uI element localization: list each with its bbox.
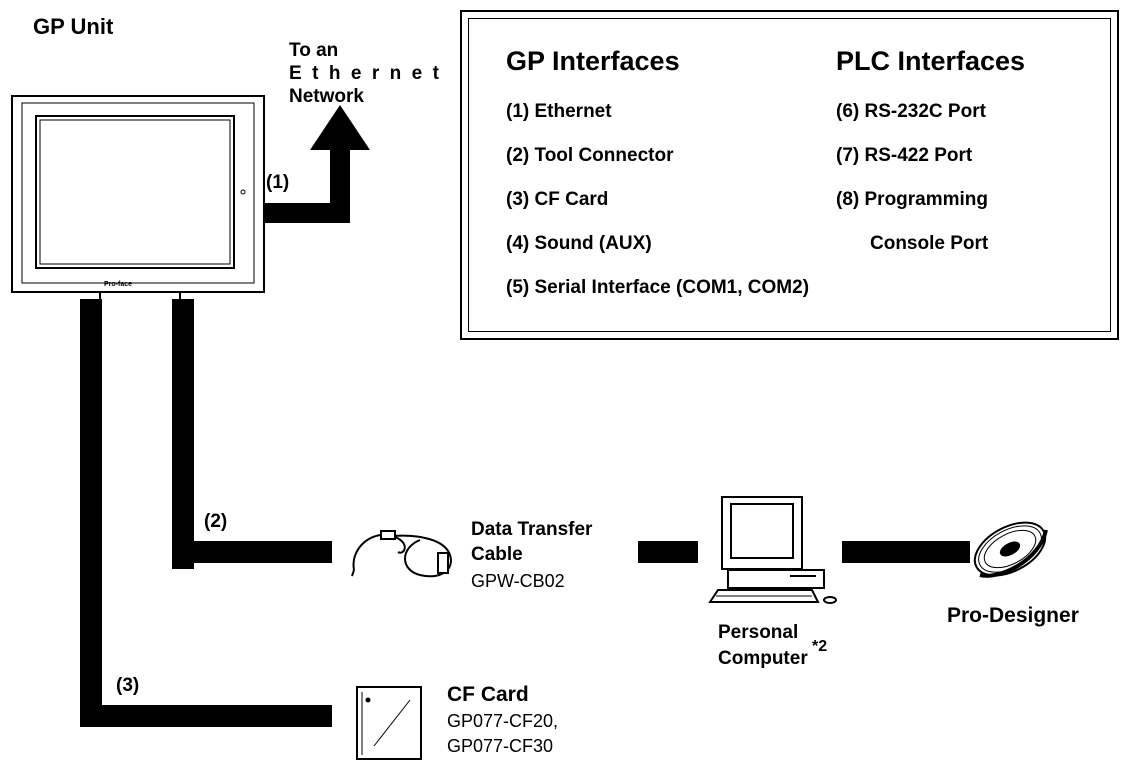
ethernet-letter: r xyxy=(371,63,380,84)
ethernet-port-label: (1) xyxy=(266,172,290,193)
plc-interface-item: (8) Programming xyxy=(836,189,989,210)
cf-card-line xyxy=(80,299,332,727)
gp-unit-device xyxy=(11,95,265,299)
ethernet-letter: E xyxy=(289,63,302,84)
ethernet-letter: n xyxy=(389,63,402,84)
tool-port-label: (2) xyxy=(204,511,228,532)
pc-software-link xyxy=(842,541,970,563)
ethernet-letter: e xyxy=(411,63,423,84)
plc-interface-item: (6) RS-232C Port xyxy=(836,101,986,122)
cf-card-model-line1: GP077-CF20, xyxy=(447,711,559,731)
tool-connector-line xyxy=(172,299,332,569)
cable-model: GPW-CB02 xyxy=(471,571,565,591)
ethernet-letter: e xyxy=(350,63,362,84)
ethernet-label-line2: E t h e r n e t xyxy=(289,63,439,85)
cable-pc-link xyxy=(638,541,698,563)
plc-interfaces-heading: PLC Interfaces xyxy=(836,46,1026,76)
ethernet-label-line3: Network xyxy=(289,86,364,107)
interfaces-legend-inner xyxy=(468,18,1111,332)
ethernet-letter: t xyxy=(312,63,319,84)
cf-card-image xyxy=(356,686,422,760)
computer-footnote-mark: *2 xyxy=(812,638,828,655)
computer-label-line2: Computer xyxy=(718,648,808,669)
cf-card-name: CF Card xyxy=(447,683,529,706)
gp-unit-title: GP Unit xyxy=(33,14,114,39)
gp-interfaces-heading: GP Interfaces xyxy=(506,46,680,76)
plc-interface-item: Console Port xyxy=(870,233,989,254)
cable-name-line1: Data Transfer xyxy=(471,519,593,540)
gp-interface-item: (5) Serial Interface (COM1, COM2) xyxy=(506,277,810,298)
ethernet-letter: t xyxy=(432,63,439,84)
gp-brand-logo: Pro-face xyxy=(104,281,133,288)
gp-interface-item: (2) Tool Connector xyxy=(506,145,674,166)
cable-name-line2: Cable xyxy=(471,544,523,565)
gp-interface-item: (1) Ethernet xyxy=(506,101,612,122)
cf-card-model-line2: GP077-CF30 xyxy=(447,736,554,756)
cf-port-label: (3) xyxy=(116,675,140,696)
gp-interface-item: (3) CF Card xyxy=(506,189,609,210)
interfaces-legend-box: GP Interfaces PLC Interfaces (1) Etherne… xyxy=(460,10,1119,340)
cd-disc-icon xyxy=(973,521,1048,578)
software-name: Pro-Designer xyxy=(947,604,1079,627)
plc-interface-item: (7) RS-422 Port xyxy=(836,145,973,166)
gp-interface-item: (4) Sound (AUX) xyxy=(506,233,652,254)
ethernet-letter: h xyxy=(328,63,341,84)
ethernet-arrow xyxy=(265,105,370,223)
personal-computer-image xyxy=(708,496,837,604)
computer-label-line1: Personal xyxy=(718,622,799,643)
data-transfer-cable-image xyxy=(351,530,452,578)
ethernet-label-line1: To an xyxy=(289,40,339,61)
